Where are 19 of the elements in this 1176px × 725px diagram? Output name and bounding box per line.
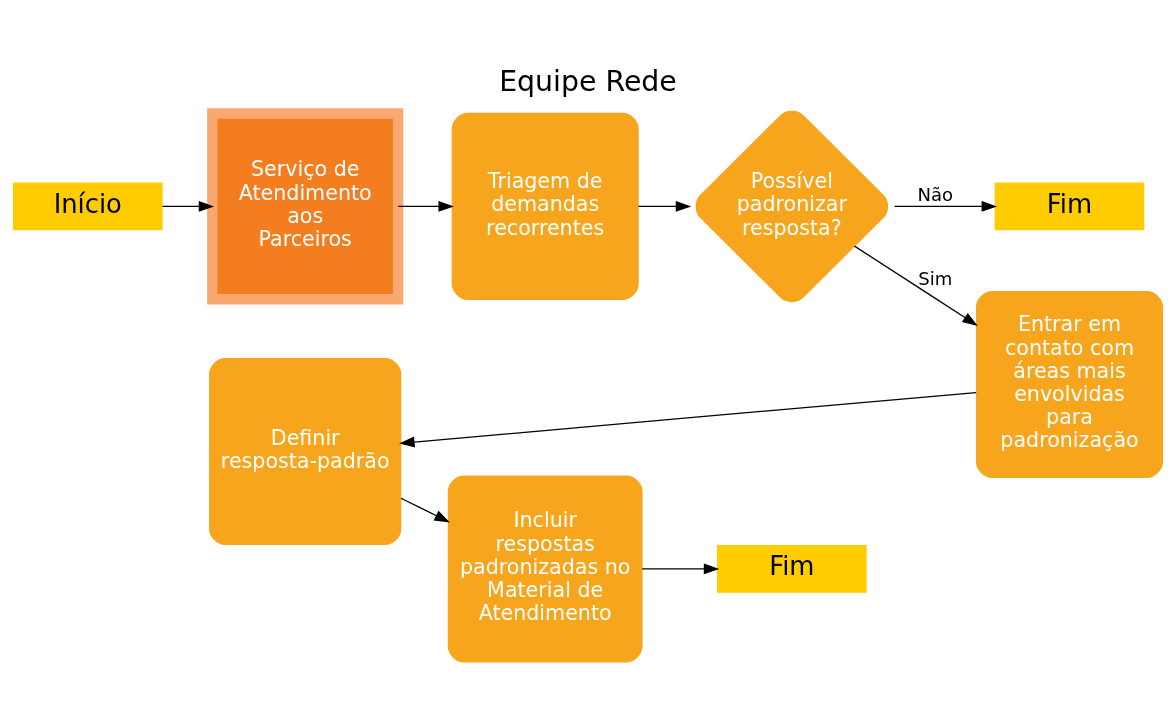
edge-label: Não — [917, 184, 954, 206]
node-box: Serviço de Atendimento aos Parceiros — [207, 108, 404, 305]
node-box: Início — [12, 182, 163, 231]
edge-label: Sim — [918, 268, 953, 290]
node-box: Definir resposta-padrão — [209, 358, 402, 546]
node-box: Entrar em contato com áreas mais envolvidas para padronização — [975, 290, 1164, 478]
arrow — [641, 563, 720, 575]
diagram-title: Equipe Rede — [499, 65, 677, 99]
arrow — [161, 200, 215, 212]
node-box: Fim — [717, 545, 867, 593]
node-box: Fim — [994, 182, 1145, 231]
arrow — [853, 245, 978, 326]
arrow — [400, 497, 450, 523]
arrow — [399, 391, 977, 448]
arrow — [637, 200, 692, 212]
node-box: Incluir respostas padronizadas no Material de Atendimento — [447, 475, 643, 663]
node-box: Triagem de demandas recorrentes — [451, 112, 639, 300]
arrow — [893, 200, 998, 212]
arrow — [397, 200, 454, 212]
